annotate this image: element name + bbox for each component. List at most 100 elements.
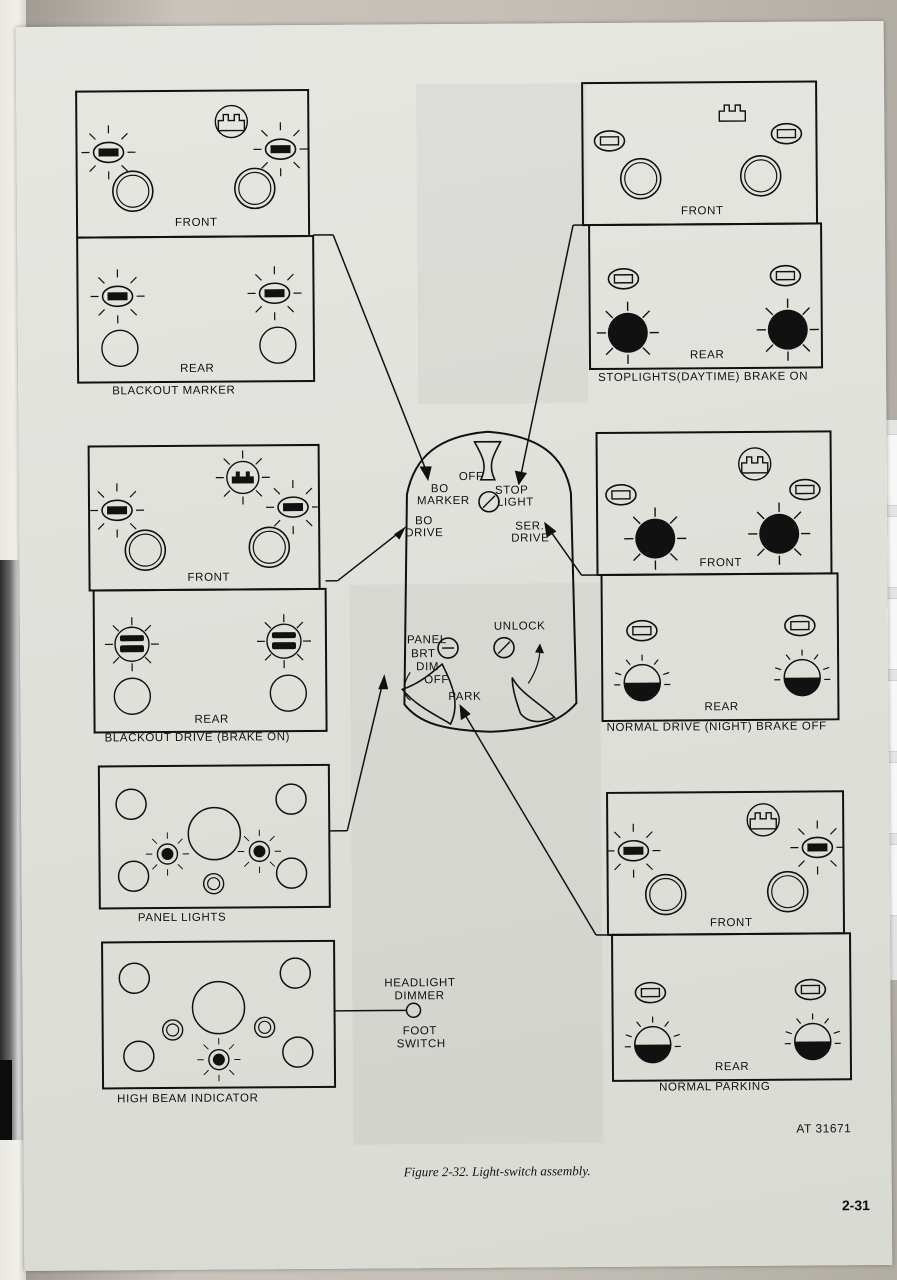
panel-label-rear: REAR — [704, 701, 738, 713]
stoplight-on-icon — [104, 616, 160, 673]
marker-icon — [769, 264, 802, 287]
switch-housing — [403, 430, 578, 733]
arrow-line — [332, 234, 428, 473]
switch-label-bo: BO — [415, 515, 433, 527]
arrow-head — [378, 674, 389, 690]
tab-lamp-icon — [738, 447, 772, 481]
switch-label-drive: DRIVE — [405, 527, 443, 539]
panel-title: HIGH BEAM INDICATOR — [117, 1092, 258, 1105]
gauge-icon — [275, 857, 308, 889]
gauge-icon — [279, 957, 312, 989]
manual-page: FRONT REAR BLACKOUT MARKER FRONT REAR BL… — [15, 20, 893, 1272]
auxiliary-lever — [400, 662, 456, 726]
marker-icon — [607, 267, 640, 290]
tab-lamp-icon — [746, 803, 780, 837]
high-beam-on-icon — [196, 1037, 242, 1082]
marker-on-icon — [246, 265, 303, 322]
panel-label-front: FRONT — [681, 205, 724, 217]
gauge-icon — [123, 1040, 155, 1072]
stoplight-on-icon — [256, 613, 312, 669]
panel-title: STOPLIGHTS(DAYTIME) BRAKE ON — [598, 371, 808, 384]
gauge-icon — [275, 783, 307, 815]
dimmer-connector-line — [334, 1009, 407, 1012]
marker-on-icon — [89, 268, 146, 325]
panel-label-front: FRONT — [710, 917, 753, 929]
aux-bracket — [403, 671, 411, 701]
panel-normal-parking: FRONT REAR NORMAL PARKING — [605, 790, 853, 1094]
switch-label-off-lower: OFF — [424, 674, 449, 686]
panel-label-rear: REAR — [180, 363, 214, 375]
leader-arrows — [313, 224, 613, 936]
switch-label-unlock: UNLOCK — [494, 620, 546, 632]
switch-label-bo: BO — [431, 483, 449, 495]
switch-label-marker: MARKER — [417, 495, 470, 507]
headlight-icon — [111, 170, 154, 213]
marker-on-icon — [789, 819, 846, 876]
switch-label-dim: DIM — [416, 661, 439, 673]
headlight-on-icon — [624, 507, 687, 570]
panel-label-front: FRONT — [175, 217, 218, 229]
gauge-icon — [115, 788, 147, 821]
panel-lamp-on-icon — [237, 829, 282, 874]
taillight-icon — [269, 674, 308, 712]
main-switch-lever — [473, 440, 502, 481]
panel-title: BLACKOUT DRIVE (BRAKE ON) — [105, 731, 290, 744]
marker-icon — [794, 978, 827, 1001]
speedometer-icon — [187, 806, 242, 861]
taillight-half-on-icon — [783, 1012, 842, 1061]
switch-label-brt: BRT — [411, 648, 436, 660]
main-switch-pivot — [478, 490, 500, 513]
switch-label-drive: DRIVE — [511, 532, 549, 544]
tab-lamp-icon — [718, 104, 747, 122]
gauge-icon — [118, 962, 151, 994]
arrow-head — [394, 526, 407, 540]
dimmer-label-line4: SWITCH — [397, 1038, 446, 1050]
page-number: 2-31 — [841, 1197, 871, 1214]
arrow-line — [346, 684, 383, 831]
arrow-line — [548, 528, 583, 576]
indicator-icon — [253, 1016, 276, 1039]
marker-icon — [593, 129, 626, 152]
indicator-icon — [202, 872, 225, 895]
taillight-icon — [113, 677, 152, 716]
taillight-icon — [259, 326, 297, 365]
switch-label-park: PARK — [448, 691, 481, 703]
panel-blackout-marker: FRONT REAR BLACKOUT MARKER — [75, 88, 316, 398]
arrow-line — [337, 531, 400, 582]
panel-label-rear: REAR — [690, 349, 724, 361]
headlight-icon — [644, 873, 687, 916]
tab-lamp-icon — [214, 104, 249, 139]
switch-label-panel: PANEL — [407, 634, 447, 646]
switch-label-light: LIGHT — [497, 496, 534, 508]
headlight-icon — [739, 154, 782, 197]
auxiliary-switch-pivot — [437, 637, 459, 659]
panel-title: BLACKOUT MARKER — [112, 385, 235, 398]
taillight-half-on-icon — [773, 648, 832, 697]
panel-title: NORMAL DRIVE (NIGHT) BRAKE OFF — [607, 720, 827, 734]
arrow-head — [514, 470, 528, 486]
figure-reference: AT 31671 — [796, 1121, 852, 1136]
indicator-icon — [161, 1019, 184, 1041]
marker-on-icon — [605, 822, 662, 879]
panel-panel-lights: PANEL LIGHTS — [97, 763, 331, 924]
marker-on-icon — [252, 121, 309, 177]
marker-on-icon — [265, 479, 321, 535]
tab-lamp-on-icon — [215, 449, 271, 506]
panel-normal-drive: FRONT REAR NORMAL DRIVE (NIGHT) BRAKE OF… — [595, 430, 840, 734]
marker-icon — [605, 483, 637, 506]
marker-icon — [783, 614, 816, 637]
panel-high-beam-indicator: HIGH BEAM INDICATOR HEADLIGHT DIMMER FOO… — [101, 939, 456, 1105]
panel-stoplights: FRONT REAR STOPLIGHTS(DAYTIME) BRAKE ON — [581, 80, 824, 384]
arrow-head — [459, 704, 471, 721]
dimmer-label-line3: FOOT — [403, 1025, 437, 1037]
marker-icon — [626, 619, 658, 642]
taillight-icon — [101, 329, 139, 368]
light-switch-body: OFF BO MARKER STOP LIGHT BO DRIVE SER. D… — [400, 430, 578, 733]
marker-icon — [770, 122, 803, 145]
unlock-lever — [511, 677, 556, 723]
arrow-head — [419, 466, 432, 482]
unlock-arrow — [527, 647, 541, 684]
panel-label-rear: REAR — [194, 714, 228, 726]
panel-label-rear: REAR — [715, 1061, 749, 1073]
switch-label-stop: STOP — [495, 484, 529, 496]
